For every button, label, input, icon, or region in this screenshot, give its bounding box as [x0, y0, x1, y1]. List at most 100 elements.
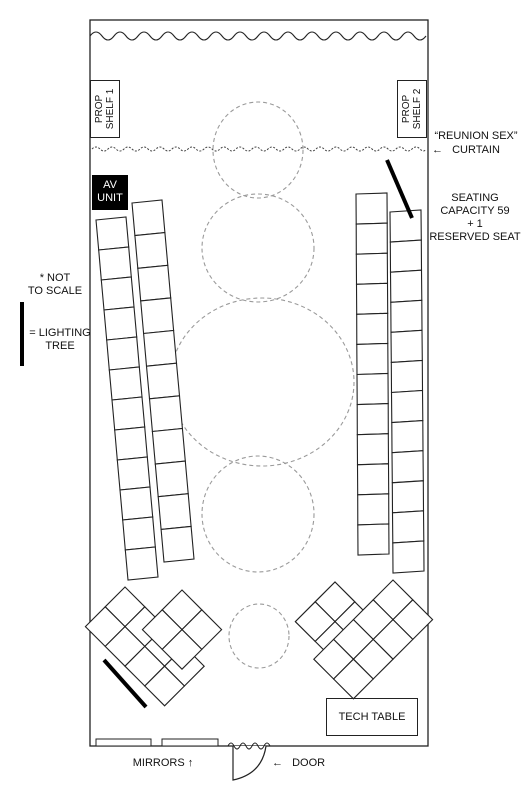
right-inner-seat — [356, 433, 390, 466]
left-inner-seat — [148, 395, 183, 433]
not-to-scale-note: * NOT TO SCALE — [22, 272, 88, 298]
left-outer-seat — [95, 216, 130, 251]
door-swing — [232, 745, 267, 781]
right-outer-seat — [391, 510, 425, 544]
left-outer-seat — [122, 516, 156, 551]
right-inner-seat — [357, 523, 390, 556]
door-arrow-icon: ← — [272, 757, 283, 769]
right-inner-seat — [356, 372, 389, 406]
prop-shelf-1: PROP SHELF 1 — [90, 80, 120, 138]
av-unit: AV UNIT — [92, 175, 128, 210]
left-outer-seat — [100, 276, 135, 311]
right-inner-seat — [355, 222, 388, 255]
seating-capacity-label: SEATING CAPACITY 59 + 1 RESERVED SEAT — [428, 192, 522, 244]
right-outer-seat — [390, 359, 424, 394]
seating-line1: SEATING — [451, 192, 499, 204]
acting-circle-5 — [228, 603, 290, 669]
prop-shelf-2-line1: PROP — [401, 94, 412, 124]
left-outer-seat — [114, 426, 148, 461]
mirrors-label-text: MIRRORS ↑ — [132, 757, 194, 769]
mirrors-label: MIRRORS ↑ — [128, 757, 198, 770]
seating-line4: RESERVED SEAT — [429, 231, 521, 243]
door-frame-wave — [227, 742, 271, 750]
curtain-arrow-icon: ← — [432, 144, 443, 156]
right-outer-seat — [390, 329, 423, 363]
right-inner-seat — [357, 493, 390, 526]
left-outer-seat — [98, 246, 132, 281]
right-inner-seat — [355, 192, 388, 225]
right-outer-seat — [390, 389, 424, 424]
acting-circle-4 — [201, 455, 315, 573]
left-inner-seat — [157, 493, 192, 531]
left-inner-seat — [134, 231, 169, 269]
av-unit-line2: UNIT — [97, 192, 123, 204]
lighting-tree-bottom-left — [102, 658, 148, 709]
seating-line3: + 1 — [467, 218, 483, 230]
prop-shelf-1-line1: PROP — [94, 94, 105, 124]
left-inner-seat — [140, 297, 175, 335]
bottom-left-small-seat — [161, 628, 203, 670]
prop-shelf-2-label: PROP SHELF 2 — [401, 89, 423, 130]
prop-shelf-2: PROP SHELF 2 — [397, 80, 427, 138]
curtain-label-line2: CURTAIN — [452, 144, 500, 156]
left-inner-seat — [143, 329, 178, 367]
prop-shelf-2-line2: SHELF 2 — [412, 88, 423, 130]
prop-shelf-1-label: PROP SHELF 1 — [94, 89, 116, 130]
right-inner-seat — [356, 312, 389, 345]
right-outer-seat — [391, 420, 424, 454]
mirror-right — [161, 738, 219, 747]
right-outer-seat — [390, 299, 423, 333]
curtain-label-line1: “REUNION SEX” — [434, 130, 518, 142]
left-inner-seat — [137, 264, 172, 302]
lighting-legend-line2: TREE — [45, 340, 75, 352]
right-outer-seat — [392, 540, 425, 574]
back-curtain-wave — [89, 31, 427, 41]
left-inner-seat — [151, 427, 186, 465]
not-to-scale-line2: TO SCALE — [27, 285, 83, 297]
right-outer-seat — [391, 480, 425, 514]
left-outer-seat — [116, 456, 151, 491]
av-unit-line1: AV — [103, 179, 117, 191]
acting-areas — [169, 101, 355, 669]
acting-circle-3 — [169, 297, 355, 467]
acting-circle-2 — [201, 193, 315, 303]
right-outer-seat — [389, 239, 423, 273]
tech-table: TECH TABLE — [326, 698, 418, 736]
left-outer-seat — [119, 486, 154, 521]
left-outer-seat — [111, 396, 146, 431]
lighting-legend-line1: = LIGHTING — [29, 327, 91, 339]
not-to-scale-line1: * NOT — [39, 272, 71, 284]
left-outer-seat — [124, 546, 159, 581]
right-outer-seat — [389, 209, 422, 243]
left-inner-seat — [160, 525, 195, 563]
right-inner-seat — [356, 342, 389, 376]
curtain-label-row2: ← CURTAIN — [432, 144, 520, 157]
tech-table-label: TECH TABLE — [338, 711, 406, 723]
left-outer-seat — [108, 366, 143, 401]
left-inner-seat — [154, 460, 189, 498]
seating — [84, 192, 434, 707]
right-inner-seat — [355, 252, 389, 285]
left-outer-seat — [103, 306, 138, 341]
door-label-text: DOOR — [292, 757, 326, 769]
left-inner-seat — [131, 199, 166, 237]
acting-circle-1 — [212, 101, 304, 199]
mirror-left — [95, 738, 152, 747]
reunion-curtain-line — [91, 146, 427, 152]
lighting-tree-legend-label: = LIGHTING TREE — [26, 327, 94, 353]
right-inner-seat — [355, 282, 389, 315]
right-inner-seat — [356, 403, 389, 436]
left-inner-seat — [145, 362, 181, 400]
right-outer-seat — [391, 450, 424, 484]
right-outer-seat — [389, 269, 423, 303]
curtain-label: “REUNION SEX” — [430, 130, 522, 143]
lighting-tree-top-right — [385, 159, 414, 219]
right-inner-seat — [356, 463, 390, 496]
prop-shelf-1-line2: SHELF 1 — [105, 88, 116, 130]
seating-line2: CAPACITY 59 — [440, 205, 510, 217]
bottom-left-large-seat — [144, 665, 186, 707]
door-label: ← DOOR — [272, 757, 330, 770]
left-outer-seat — [106, 336, 140, 371]
